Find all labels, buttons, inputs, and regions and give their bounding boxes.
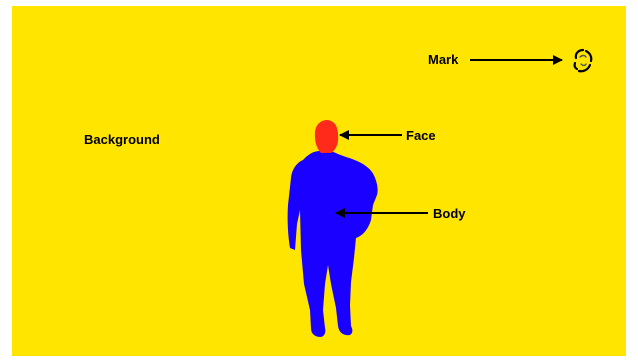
body-label: Body xyxy=(433,206,466,221)
background-label: Background xyxy=(84,132,160,147)
face-label: Face xyxy=(406,128,436,143)
face-region xyxy=(315,120,338,153)
mark-label: Mark xyxy=(428,52,459,67)
